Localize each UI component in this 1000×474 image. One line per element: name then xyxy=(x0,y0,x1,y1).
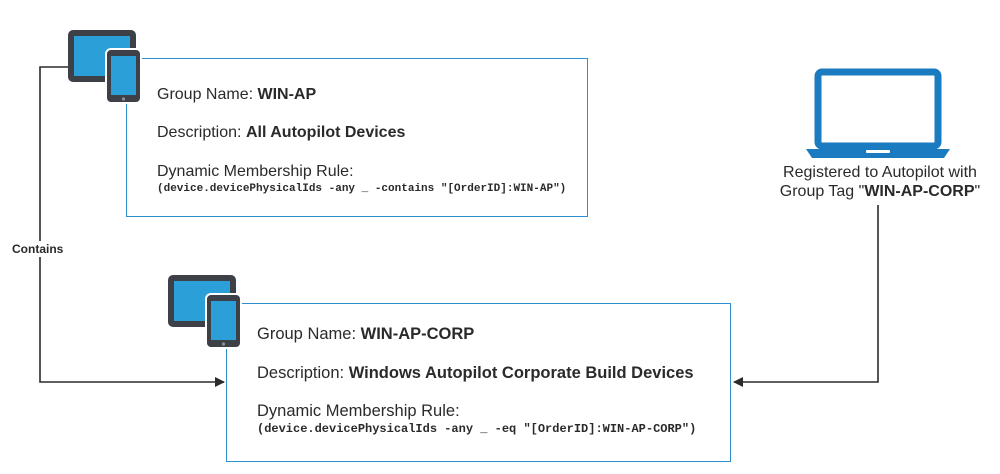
description-label: Description: xyxy=(157,124,242,141)
group-tag-prefix: Group Tag " xyxy=(779,183,865,200)
group-name-value: WIN-AP xyxy=(257,86,317,103)
contains-connector xyxy=(39,66,225,387)
group-name-row: Group Name: WIN-AP-CORP xyxy=(257,325,474,344)
description-value: Windows Autopilot Corporate Build Device… xyxy=(348,364,694,382)
description-row: Description: All Autopilot Devices xyxy=(157,124,405,142)
membership-rule-label: Dynamic Membership Rule: xyxy=(157,163,354,180)
description-row: Description: Windows Autopilot Corporate… xyxy=(257,364,694,383)
registration-line-1: Registered to Autopilot with xyxy=(783,164,977,181)
group-name-label: Group Name: xyxy=(257,325,357,343)
description-label: Description: xyxy=(257,364,345,382)
group-name-value: WIN-AP-CORP xyxy=(360,325,475,343)
group-name-row: Group Name: WIN-AP xyxy=(157,86,316,104)
contains-label: Contains xyxy=(6,241,70,257)
registration-line-2: Group Tag "WIN-AP-CORP" xyxy=(760,182,1000,201)
group-name-label: Group Name: xyxy=(157,86,254,103)
membership-rule-value: (device.devicePhysicalIds -any _ -eq "[O… xyxy=(257,422,697,436)
autopilot-registration-note: Registered to Autopilot with Group Tag "… xyxy=(760,163,1000,201)
group-card-win-ap: Group Name: WIN-AP Description: All Auto… xyxy=(126,58,588,217)
registration-connector xyxy=(733,205,879,387)
membership-rule-value: (device.devicePhysicalIds -any _ -contai… xyxy=(157,183,567,195)
description-value: All Autopilot Devices xyxy=(245,124,406,141)
membership-rule-label: Dynamic Membership Rule: xyxy=(257,402,460,420)
group-tag-value: WIN-AP-CORP xyxy=(864,183,975,200)
group-tag-suffix: " xyxy=(974,183,981,200)
group-card-win-ap-corp: Group Name: WIN-AP-CORP Description: Win… xyxy=(226,303,731,462)
